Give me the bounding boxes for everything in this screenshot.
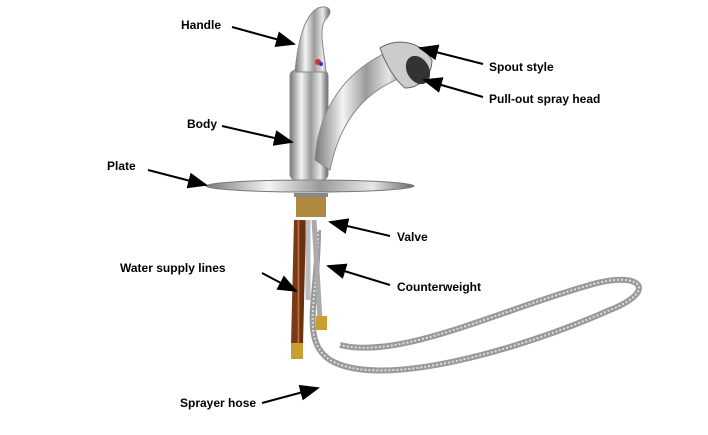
plate <box>205 179 415 193</box>
valve <box>296 195 326 217</box>
label-body: Body <box>187 117 217 131</box>
callout-arrows <box>147 26 484 404</box>
label-handle: Handle <box>181 18 222 32</box>
label-plate: Plate <box>107 159 136 173</box>
label-valve: Valve <box>397 230 428 244</box>
label-pull-out-spray-head: Pull-out spray head <box>489 92 601 106</box>
label-water-supply-lines: Water supply lines <box>120 261 226 275</box>
handle <box>294 6 331 73</box>
label-counterweight: Counterweight <box>397 280 481 294</box>
label-spout-style: Spout style <box>489 60 554 74</box>
water-supply-lines <box>291 219 306 346</box>
label-sprayer-hose: Sprayer hose <box>180 396 257 410</box>
sprayer-hose <box>309 229 642 374</box>
